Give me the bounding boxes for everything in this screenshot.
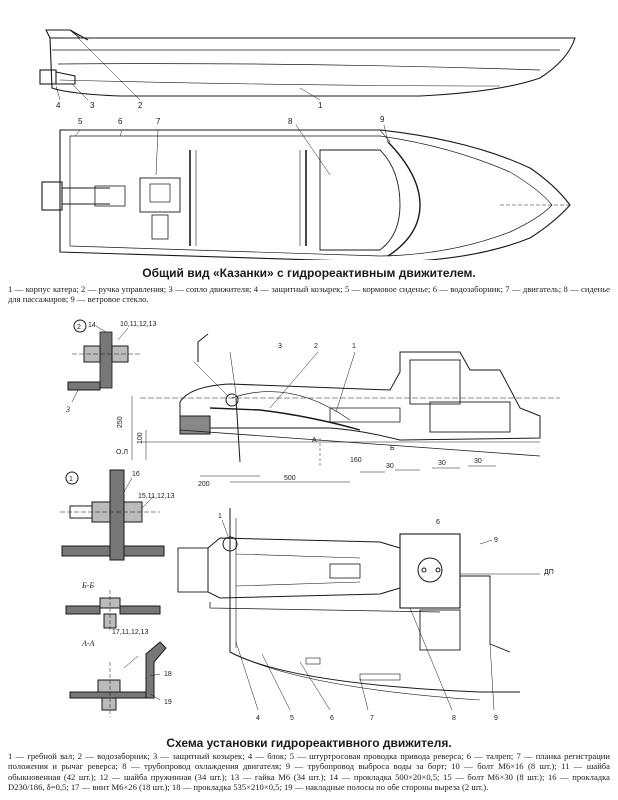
dim-500: 500 bbox=[284, 475, 296, 482]
figure-installation-scheme: 2 14 10,11,12,13 3 1 16 15,11,12,13 Б-Б … bbox=[0, 312, 618, 730]
section-a-a-label-19: 19 bbox=[164, 699, 172, 706]
plan-label-5: 5 bbox=[78, 117, 83, 126]
plan-label-6-top: 6 bbox=[436, 519, 440, 526]
detail-1-label-bolts: 15,11,12,13 bbox=[138, 493, 175, 500]
figure1-title: Общий вид «Казанки» с гидрореактивным дв… bbox=[142, 266, 476, 280]
plan-label-1: 1 bbox=[218, 513, 222, 520]
detail-2-number: 2 bbox=[77, 324, 81, 331]
side-label-2: 2 bbox=[314, 343, 318, 350]
section-a-a bbox=[69, 641, 167, 717]
side-label-2: 2 bbox=[138, 101, 143, 110]
detail-1-label-16: 16 bbox=[132, 471, 140, 478]
side-label-4: 4 bbox=[56, 101, 61, 110]
figure1-legend: 1 — корпус катера; 2 — ручка управления;… bbox=[8, 284, 610, 305]
boat-side-elevation bbox=[39, 29, 576, 101]
jet-plan-view bbox=[177, 508, 540, 711]
figure-general-view: 4 3 2 1 5 6 7 8 9 bbox=[0, 0, 618, 260]
detail-2-label-bolts: 10,11,12,13 bbox=[120, 321, 157, 328]
plan-label-5: 5 bbox=[290, 715, 294, 722]
dim-ol: О.Л bbox=[116, 449, 128, 456]
boat-general-drawing: 4 3 2 1 5 6 7 8 9 bbox=[39, 29, 576, 260]
dim-30-b: 30 bbox=[438, 460, 446, 467]
plan-label-4: 4 bbox=[256, 715, 260, 722]
plan-label-8: 8 bbox=[452, 715, 456, 722]
section-a-a-label-18: 18 bbox=[164, 671, 172, 678]
dim-200: 200 bbox=[198, 481, 210, 488]
plan-label-6: 6 bbox=[330, 715, 334, 722]
plan-label-6: 6 bbox=[118, 117, 123, 126]
detail-2-label-14: 14 bbox=[88, 322, 96, 329]
side-label-1: 1 bbox=[318, 101, 323, 110]
dim-30-a: 30 bbox=[386, 463, 394, 470]
installation-drawing: 2 14 10,11,12,13 3 1 16 15,11,12,13 Б-Б … bbox=[60, 319, 560, 722]
section-a-a-label: А-А bbox=[81, 639, 95, 648]
plan-label-8: 8 bbox=[288, 117, 293, 126]
dim-dp: ДП bbox=[544, 569, 554, 576]
plan-label-9: 9 bbox=[380, 115, 385, 124]
figure2-legend: 1 — гребной вал; 2 — водозаборник; 3 — з… bbox=[8, 751, 610, 793]
detail-1-number: 1 bbox=[69, 476, 73, 483]
dim-160: 160 bbox=[350, 457, 362, 464]
section-mark-a: А bbox=[312, 437, 317, 444]
section-mark-b: Б bbox=[390, 445, 395, 452]
dim-100: 100 bbox=[137, 432, 144, 444]
plan-label-7: 7 bbox=[370, 715, 374, 722]
boat-plan-view bbox=[41, 124, 571, 260]
detail-2 bbox=[67, 319, 140, 403]
side-label-1: 1 bbox=[352, 343, 356, 350]
plan-label-7: 7 bbox=[156, 117, 161, 126]
dim-30-c: 30 bbox=[474, 458, 482, 465]
side-label-3: 3 bbox=[90, 101, 95, 110]
detail-2-label-3: 3 bbox=[65, 405, 70, 414]
figure2-title: Схема установки гидрореактивного движите… bbox=[166, 736, 452, 750]
section-a-a-label-17: 17,11,12,13 bbox=[112, 629, 149, 636]
side-label-3: 3 bbox=[278, 343, 282, 350]
jet-side-section bbox=[131, 333, 560, 483]
section-b-b bbox=[65, 590, 161, 632]
section-b-b-label: Б-Б bbox=[81, 581, 94, 590]
plan-label-9: 9 bbox=[494, 715, 498, 722]
plan-label-9-top: 9 bbox=[494, 537, 498, 544]
detail-1 bbox=[60, 469, 165, 561]
dim-250: 250 bbox=[117, 416, 124, 428]
